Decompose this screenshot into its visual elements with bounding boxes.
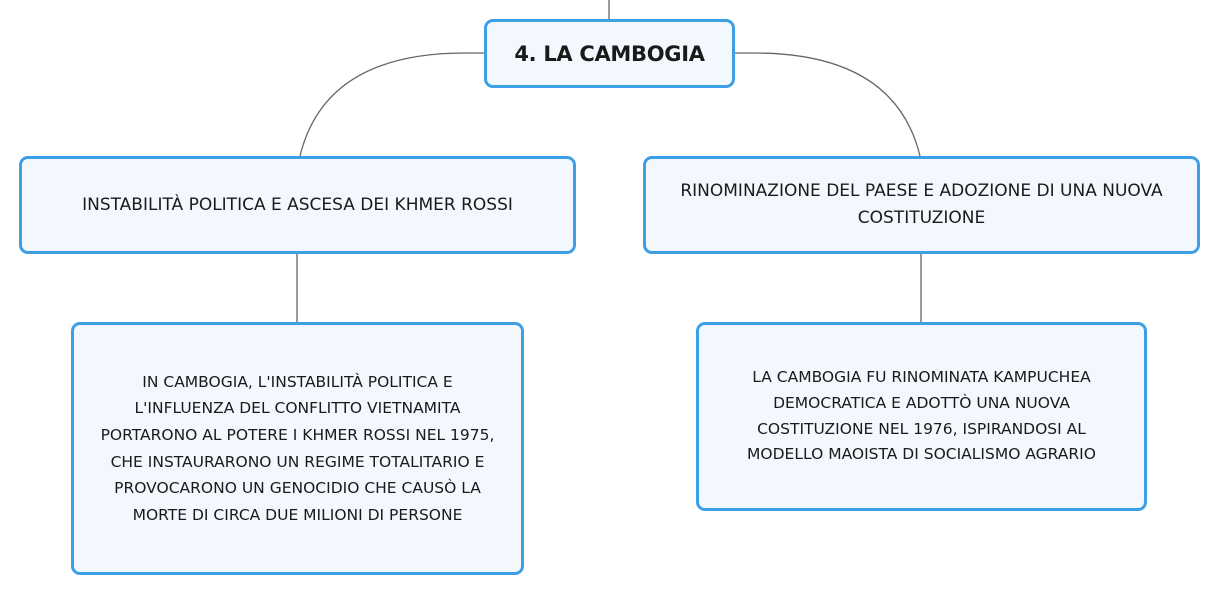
detail-node-instability[interactable]: IN CAMBOGIA, L'INSTABILITÀ POLITICA E L'…: [71, 322, 524, 575]
detail-text-instability: IN CAMBOGIA, L'INSTABILITÀ POLITICA E L'…: [100, 372, 495, 524]
branch-node-renaming[interactable]: RINOMINAZIONE DEL PAESE E ADOZIONE DI UN…: [643, 156, 1200, 254]
branch-label-renaming: RINOMINAZIONE DEL PAESE E ADOZIONE DI UN…: [680, 180, 1163, 228]
detail-text-renaming: LA CAMBOGIA FU RINOMINATA KAMPUCHEA DEMO…: [747, 368, 1096, 464]
connector-root-to-right-branch: [735, 52, 921, 157]
root-topic-label: 4. LA CAMBOGIA: [514, 41, 705, 66]
branch-label-instability: INSTABILITÀ POLITICA E ASCESA DEI KHMER …: [82, 195, 513, 215]
branch-node-instability[interactable]: INSTABILITÀ POLITICA E ASCESA DEI KHMER …: [19, 156, 576, 254]
connector-root-to-left-branch: [299, 52, 484, 157]
root-topic-node[interactable]: 4. LA CAMBOGIA: [484, 19, 735, 88]
detail-node-renaming[interactable]: LA CAMBOGIA FU RINOMINATA KAMPUCHEA DEMO…: [696, 322, 1147, 511]
